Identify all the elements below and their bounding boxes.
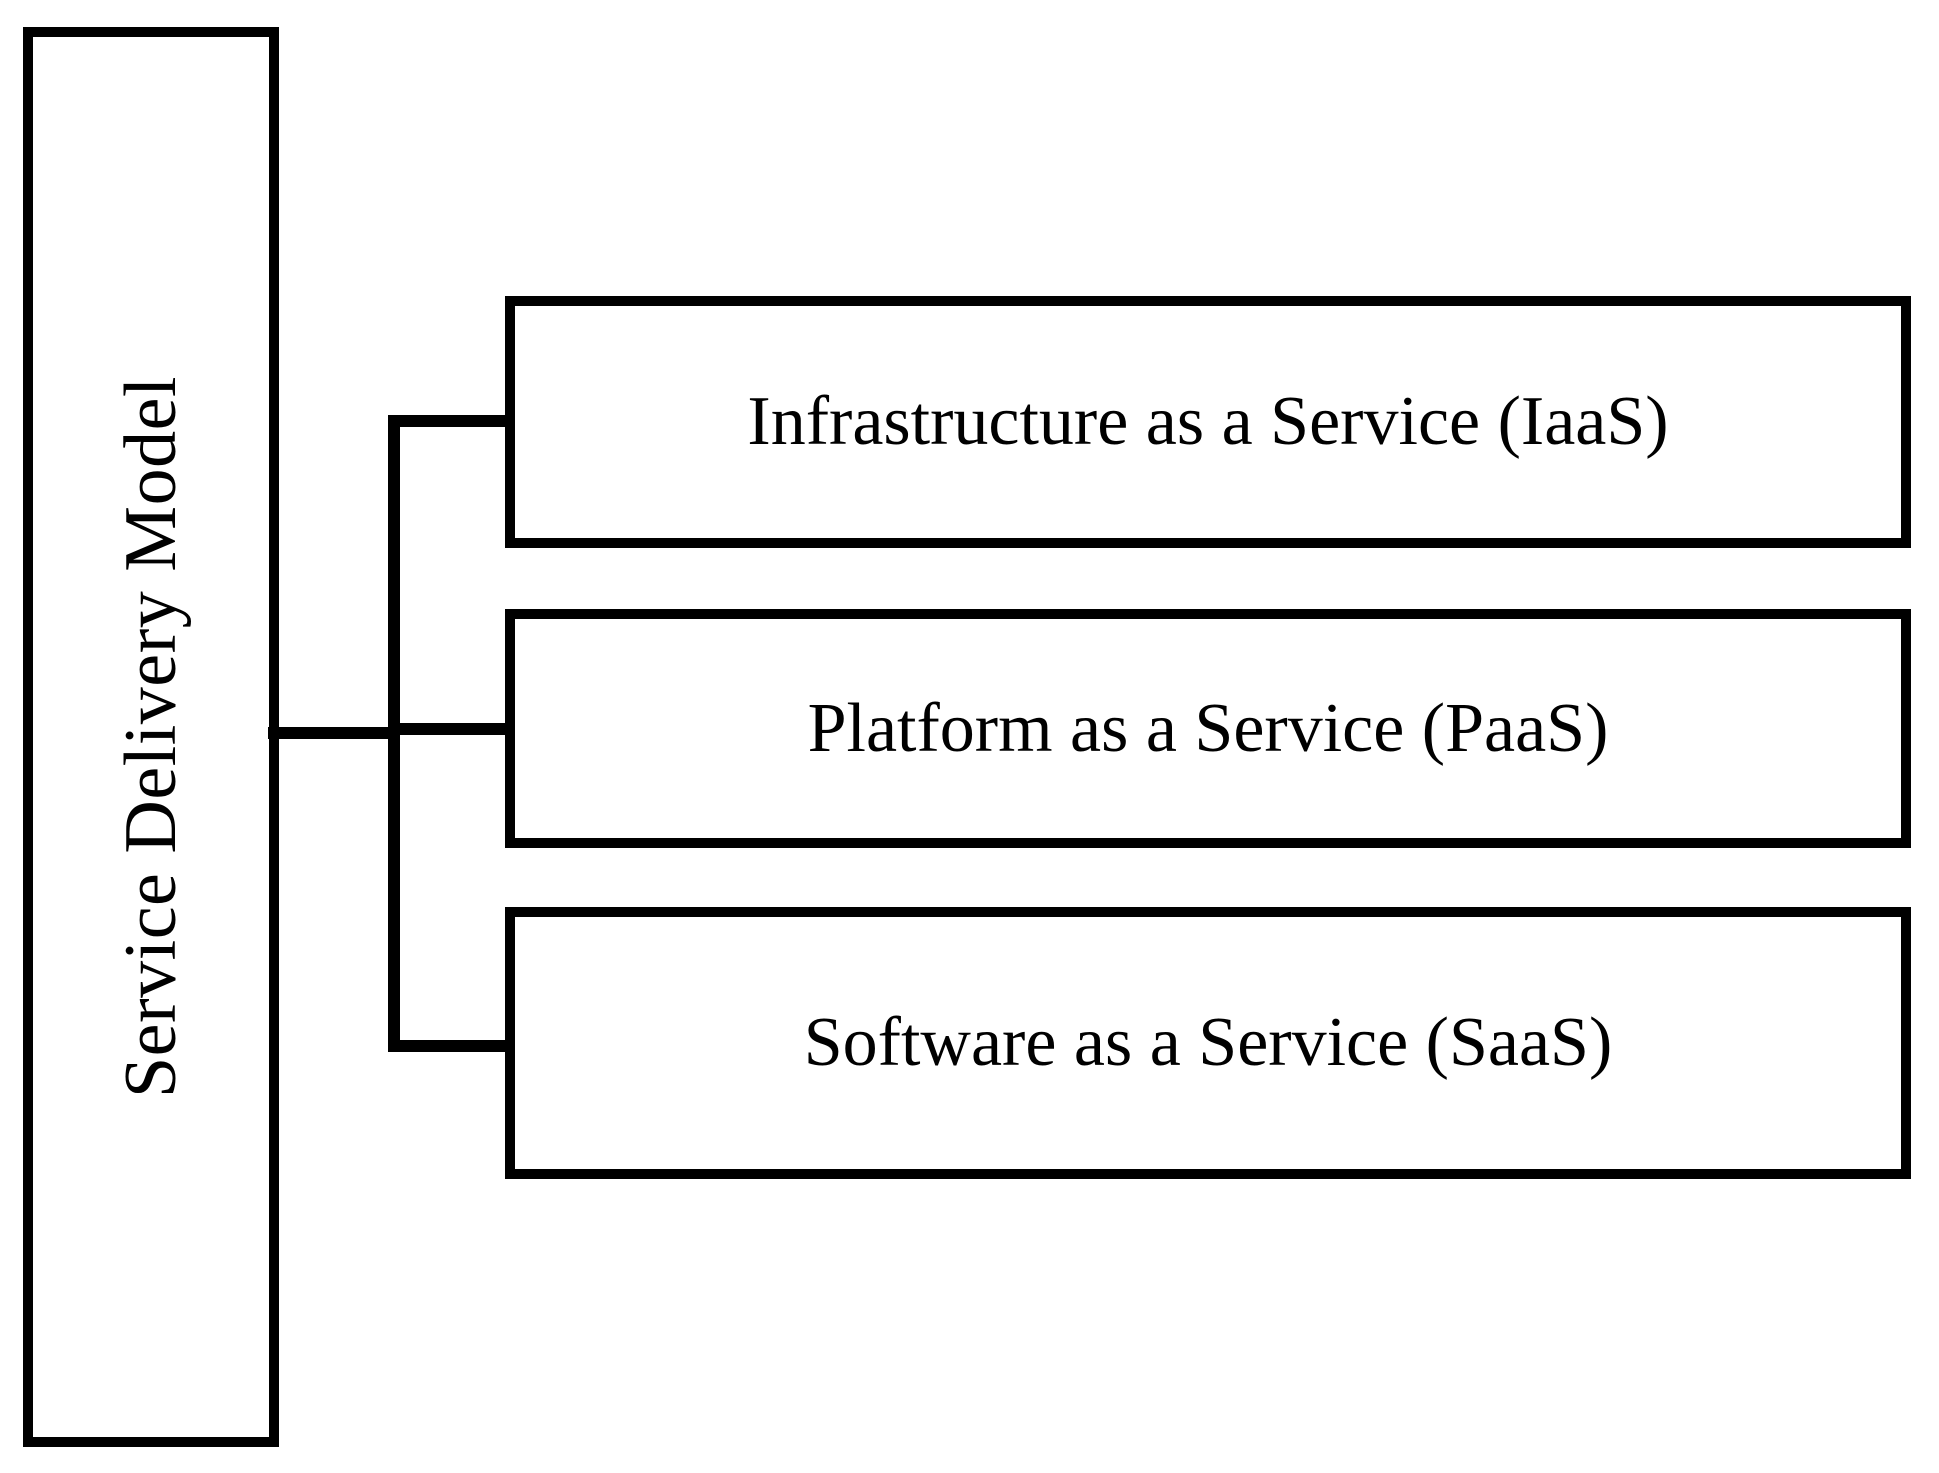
connector-branch-iaas (388, 415, 513, 427)
root-node-service-delivery-model[interactable]: Service Delivery Model (23, 27, 279, 1447)
connector-branch-paas (388, 723, 513, 735)
connector-branch-saas (388, 1040, 513, 1052)
child-node-saas[interactable]: Software as a Service (SaaS) (505, 907, 1911, 1179)
child-node-iaas-label: Infrastructure as a Service (IaaS) (747, 383, 1669, 460)
connector-root-stem (268, 727, 400, 739)
root-node-label: Service Delivery Model (110, 376, 192, 1098)
child-node-paas-label: Platform as a Service (PaaS) (807, 689, 1609, 767)
child-node-paas[interactable]: Platform as a Service (PaaS) (505, 609, 1911, 848)
child-node-iaas[interactable]: Infrastructure as a Service (IaaS) (505, 296, 1911, 548)
child-node-saas-label: Software as a Service (SaaS) (803, 1004, 1613, 1081)
